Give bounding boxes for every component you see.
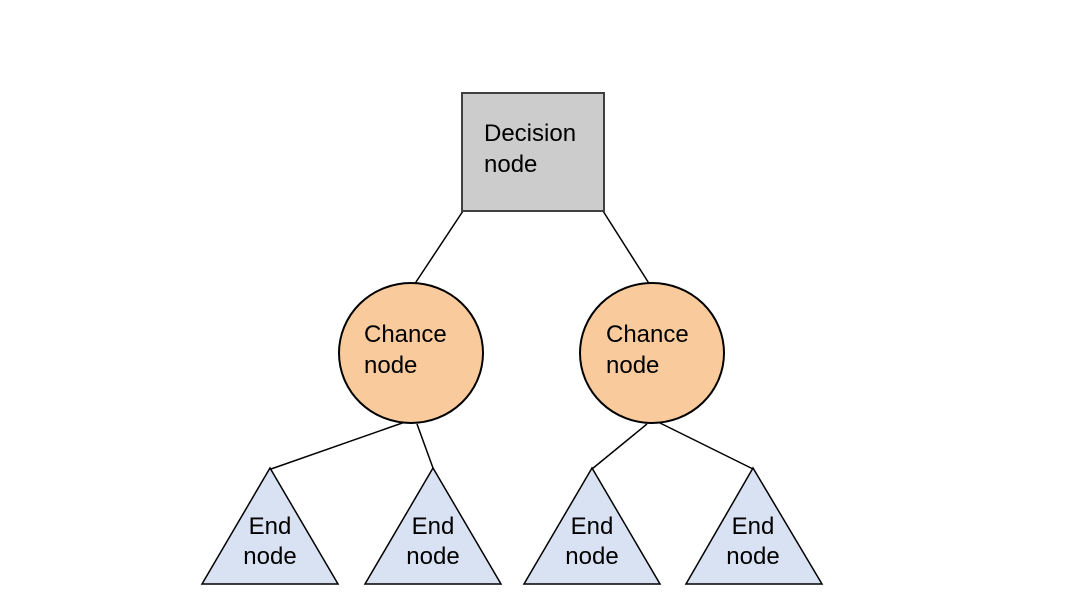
end-node-2-shape [363,466,503,585]
decision-node-shape [461,92,605,212]
end-node-4-shape [684,466,824,585]
edge-chance-left-to-end-2 [416,423,434,469]
end-node-1-shape [200,466,340,585]
edge-decision-to-chance-right [602,210,651,286]
chance-node-left-shape [338,282,484,424]
edge-chance-left-to-end-1 [270,420,409,470]
edge-decision-to-chance-left [413,210,464,286]
chance-node-right-shape [579,282,725,424]
edge-chance-right-to-end-4 [655,420,754,470]
edge-chance-right-to-end-3 [591,423,648,470]
end-node-3-shape [522,466,662,585]
